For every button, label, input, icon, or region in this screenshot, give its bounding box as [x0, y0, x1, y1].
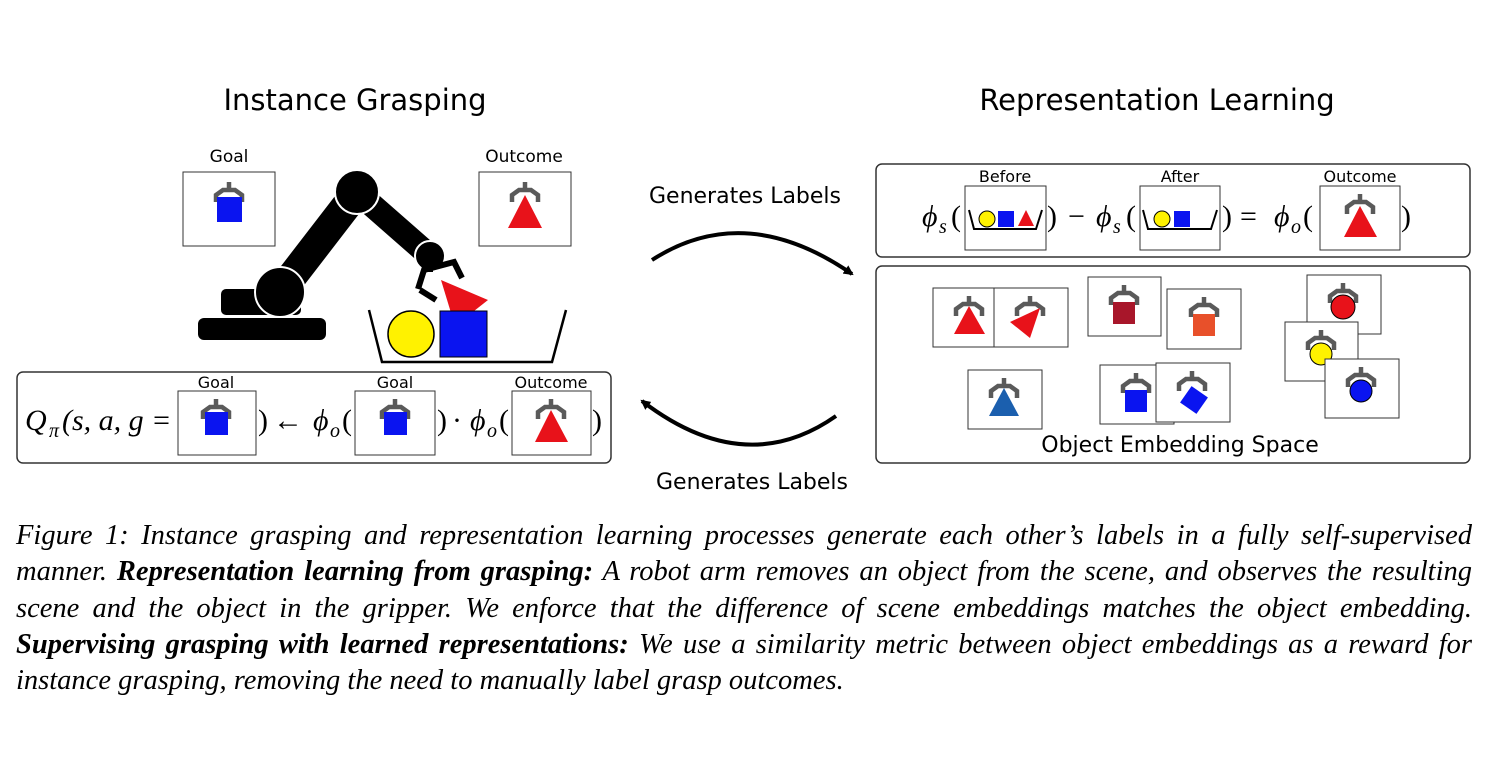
top-arrow-label: Generates Labels	[649, 184, 841, 209]
embedding-item-blue-square-rotated	[1155, 362, 1231, 423]
goal-label: Goal	[210, 147, 249, 167]
title-representation-learning: Representation Learning	[979, 83, 1334, 117]
embedding-space-label: Object Embedding Space	[1041, 433, 1318, 458]
figure-caption: Figure 1: Instance grasping and represen…	[16, 518, 1472, 699]
blue-circle-object	[1349, 379, 1373, 403]
figure-diagram: Instance Grasping Representation Learnin…	[16, 83, 1471, 495]
red-triangle-object	[954, 306, 985, 334]
red-triangle-object	[535, 410, 568, 442]
embedding-item-steel-blue-triangle	[967, 369, 1043, 430]
phi-symbol: ϕ	[922, 200, 938, 233]
after-label: After	[1161, 167, 1200, 186]
steel-blue-triangle-object	[989, 388, 1019, 416]
caption-bold-representation: Representation learning from grasping:	[116, 556, 594, 588]
phi-symbol: ϕ	[470, 404, 486, 437]
phi-symbol: ϕ	[1096, 200, 1112, 233]
red-triangle-object	[1018, 210, 1034, 226]
caption-bold-supervising: Supervising grasping with learned repres…	[16, 628, 629, 660]
open-paren: (	[1303, 200, 1313, 233]
left-arrow-symbol: ←	[273, 404, 303, 437]
dark-red-square-object	[1113, 302, 1135, 324]
bin-icon	[1142, 209, 1218, 230]
caption-text-supervising: We use a similarity metric between objec…	[16, 628, 1472, 697]
blue-square-object	[439, 310, 488, 358]
orange-square-object	[1193, 314, 1215, 336]
red-triangle-object	[1010, 308, 1040, 338]
q-equation-box: Q π (s, a, g = Goal ) ← ϕ o ( Goal ) · ϕ…	[16, 371, 612, 464]
q-arguments: (s, a, g =	[62, 404, 171, 437]
title-instance-grasping: Instance Grasping	[223, 83, 486, 117]
close-paren: )	[1047, 200, 1057, 233]
open-paren: (	[342, 404, 352, 437]
phi-symbol: ϕ	[1274, 200, 1290, 233]
phi-subscript: s	[1113, 216, 1121, 238]
blue-square-object	[384, 412, 407, 435]
close-paren: )	[1401, 200, 1411, 233]
embedding-space-box: Object Embedding Space	[875, 265, 1471, 464]
bottom-arrow-label: Generates Labels	[656, 470, 848, 495]
yellow-circle-object	[1153, 210, 1171, 228]
bin	[367, 309, 568, 364]
blue-square-object	[217, 197, 242, 222]
dot-symbol: ·	[452, 404, 462, 437]
robot-arm	[198, 169, 465, 340]
q-symbol: Q	[25, 404, 47, 437]
before-label: Before	[979, 167, 1031, 186]
red-circle-object	[1330, 294, 1356, 320]
bin-icon	[968, 209, 1043, 230]
bottom-curved-arrow	[640, 399, 838, 447]
blue-square-object	[998, 211, 1014, 227]
phi-subscript: o	[330, 420, 340, 442]
close-paren: )	[437, 404, 447, 437]
phi-subscript: o	[1291, 216, 1301, 238]
open-paren: (	[951, 200, 961, 233]
caption-lead: Figure 1: Instance grasping and represen…	[16, 520, 1472, 588]
phi-subscript: o	[487, 420, 497, 442]
cycle-arrows: Generates Labels Generates Labels	[640, 184, 854, 495]
outcome-label: Outcome	[1323, 167, 1396, 186]
top-curved-arrow	[650, 231, 854, 276]
minus-symbol: −	[1068, 200, 1085, 233]
embedding-item-dark-red-square	[1087, 276, 1162, 337]
caption-text-representation: A robot arm removes an object from the s…	[16, 556, 1472, 624]
q-subscript: π	[49, 420, 60, 442]
close-paren: )	[592, 404, 602, 437]
phi-symbol: ϕ	[313, 404, 329, 437]
blue-square-object	[1125, 390, 1147, 412]
outcome-thumbnail-top: Outcome	[478, 147, 572, 247]
blue-square-object	[1180, 386, 1208, 414]
red-triangle-object	[508, 195, 542, 228]
blue-square-object	[205, 412, 228, 435]
embedding-item-blue-circle	[1324, 358, 1400, 419]
goal-label: Goal	[198, 373, 234, 392]
q-close-paren: )	[258, 404, 268, 437]
goal-thumbnail: Goal	[182, 147, 276, 247]
open-paren: (	[1126, 200, 1136, 233]
yellow-circle-object	[978, 210, 996, 228]
outcome-label: Outcome	[514, 373, 587, 392]
open-paren: (	[499, 404, 509, 437]
embedding-item-red-triangle-rotated	[993, 287, 1069, 348]
equals-symbol: =	[1240, 200, 1257, 233]
scene-equation-box: ϕ s ( Before ) − ϕ s ( After ) = ϕ o ( O…	[875, 163, 1471, 258]
outcome-label: Outcome	[485, 147, 563, 167]
embedding-item-orange-square	[1166, 288, 1242, 350]
phi-subscript: s	[939, 216, 947, 238]
yellow-circle-object	[387, 310, 435, 358]
goal-label: Goal	[377, 373, 413, 392]
close-paren: )	[1222, 200, 1232, 233]
red-triangle-object	[1344, 206, 1377, 237]
blue-square-object	[1174, 211, 1190, 227]
